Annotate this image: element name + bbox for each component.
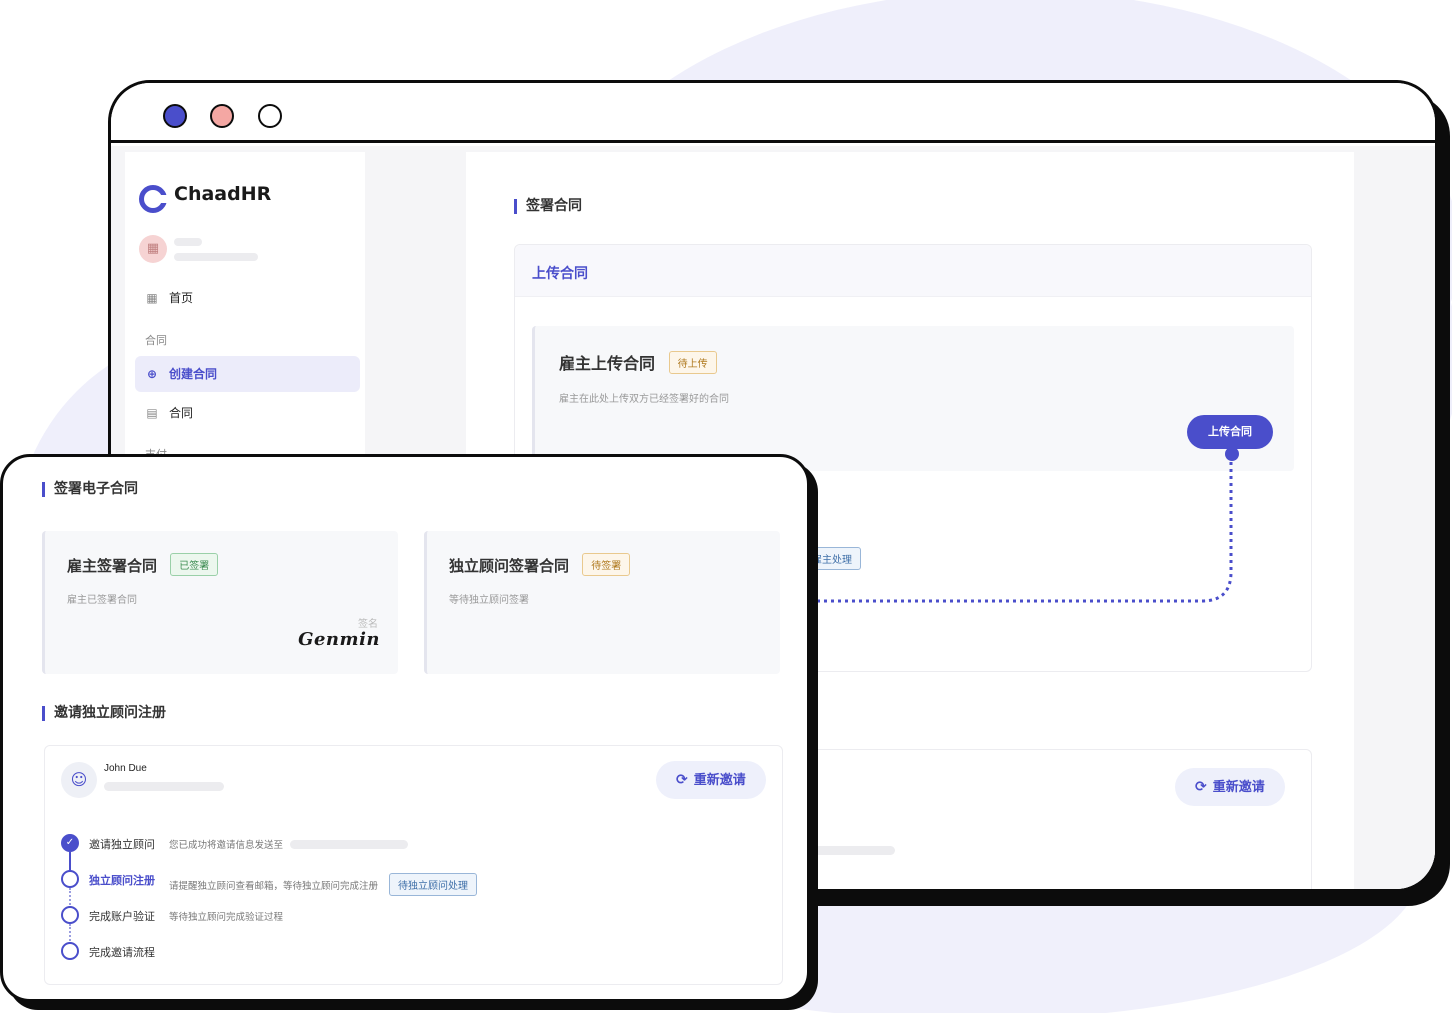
reinvite-button[interactable]: ⟳ 重新邀请 <box>656 761 766 799</box>
sidebar-item-home[interactable]: ▦ 首页 <box>135 280 360 316</box>
step-desc: 等待独立顾问完成验证过程 <box>169 912 284 923</box>
section-title-invite: 邀请独立顾问注册 <box>42 706 166 721</box>
invite-card: ☺ John Due ⟳ 重新邀请 ✓ 邀请独立顾问 您已成功将邀请信息发送至 独… <box>44 745 783 985</box>
section-title-sign-contract: 签署合同 <box>514 199 582 214</box>
user-name: John Due <box>104 763 147 774</box>
step-pending-icon <box>61 942 79 960</box>
brand-logo-icon <box>139 185 168 213</box>
status-badge: 已签署 <box>170 553 219 576</box>
status-badge: 待签署 <box>582 553 631 576</box>
dashboard-icon: ▦ <box>146 291 158 305</box>
employer-sign-title-text: 雇主签署合同 <box>67 557 158 575</box>
sidebar-item-label: 首页 <box>169 291 194 305</box>
employer-upload-card: 雇主上传合同 待上传 雇主在此处上传双方已经签署好的合同 上传合同 <box>532 326 1294 471</box>
window-maximize-dot[interactable] <box>258 104 282 128</box>
consultant-sign-desc: 等待独立顾问签署 <box>449 595 529 606</box>
sidebar-group-contract: 合同 <box>145 334 167 347</box>
step-title: 邀请独立顾问 <box>89 838 155 851</box>
brand-name[interactable]: ChaadHR <box>174 183 272 205</box>
reinvite-label: 重新邀请 <box>693 773 746 788</box>
placeholder-bar <box>775 846 895 855</box>
sidebar-item-contracts[interactable]: ▤ 合同 <box>135 395 360 431</box>
upload-contract-button[interactable]: 上传合同 <box>1187 415 1273 449</box>
window-close-dot[interactable] <box>163 104 187 128</box>
step-pending-icon <box>61 870 79 888</box>
step-title: 完成账户验证 <box>89 910 155 923</box>
e-sign-window: 签署电子合同 雇主签署合同 已签署 雇主已签署合同 签名 Genmin 独立顾问… <box>0 454 810 1002</box>
sidebar-item-create-contract[interactable]: ⊕ 创建合同 <box>135 356 360 392</box>
check-icon: ✓ <box>61 834 79 852</box>
consultant-sign-title: 独立顾问签署合同 待签署 <box>449 553 631 576</box>
document-icon: ▤ <box>146 406 158 420</box>
sidebar-item-label: 合同 <box>169 406 194 420</box>
refresh-icon: ⟳ <box>676 772 688 788</box>
status-badge: 待独立顾问处理 <box>389 873 478 896</box>
employer-upload-title-text: 雇主上传合同 <box>559 354 656 373</box>
refresh-icon: ⟳ <box>1195 779 1207 795</box>
upload-card-header: 上传合同 <box>515 245 1311 297</box>
org-name-placeholder <box>174 238 202 246</box>
signature-label: 签名 <box>358 619 378 630</box>
signature: Genmin <box>298 629 380 650</box>
employer-upload-desc: 雇主在此处上传双方已经签署好的合同 <box>559 394 729 405</box>
reinvite-button[interactable]: ⟳ 重新邀请 <box>1175 768 1285 806</box>
step-title: 完成邀请流程 <box>89 946 155 959</box>
step-connector <box>69 888 71 908</box>
employer-sign-title: 雇主签署合同 已签署 <box>67 553 219 576</box>
reinvite-label: 重新邀请 <box>1212 780 1265 795</box>
employer-upload-title: 雇主上传合同 待上传 <box>559 350 717 374</box>
step-connector <box>69 852 71 872</box>
user-icon: ☺ <box>61 762 97 798</box>
employer-sign-card: 雇主签署合同 已签署 雇主已签署合同 签名 Genmin <box>42 531 398 674</box>
step-connector <box>69 924 71 944</box>
plus-circle-icon: ⊕ <box>146 367 158 381</box>
window-titlebar <box>111 83 1435 143</box>
step-pending-icon <box>61 906 79 924</box>
status-badge: 待上传 <box>668 351 717 374</box>
consultant-sign-card: 独立顾问签署合同 待签署 等待独立顾问签署 <box>424 531 780 674</box>
section-title-e-sign: 签署电子合同 <box>42 482 138 497</box>
org-subtitle-placeholder <box>174 253 258 261</box>
step-desc: 请提醒独立顾问查看邮箱，等待独立顾问完成注册 待独立顾问处理 <box>169 873 478 896</box>
step-title: 独立顾问注册 <box>89 874 155 887</box>
employer-sign-desc: 雇主已签署合同 <box>67 595 137 606</box>
sidebar-item-label: 创建合同 <box>169 367 218 381</box>
building-icon[interactable]: ▦ <box>139 235 167 263</box>
step-desc-text: 您已成功将邀请信息发送至 <box>169 840 284 851</box>
user-email-placeholder <box>104 782 224 791</box>
consultant-sign-title-text: 独立顾问签署合同 <box>449 557 570 575</box>
step-desc: 您已成功将邀请信息发送至 <box>169 837 409 851</box>
status-badge: 雇主处理 <box>803 547 861 570</box>
right-gutter <box>1354 152 1435 889</box>
email-placeholder <box>290 840 409 849</box>
window-minimize-dot[interactable] <box>210 104 234 128</box>
step-desc-text: 请提醒独立顾问查看邮箱，等待独立顾问完成注册 <box>169 881 379 892</box>
